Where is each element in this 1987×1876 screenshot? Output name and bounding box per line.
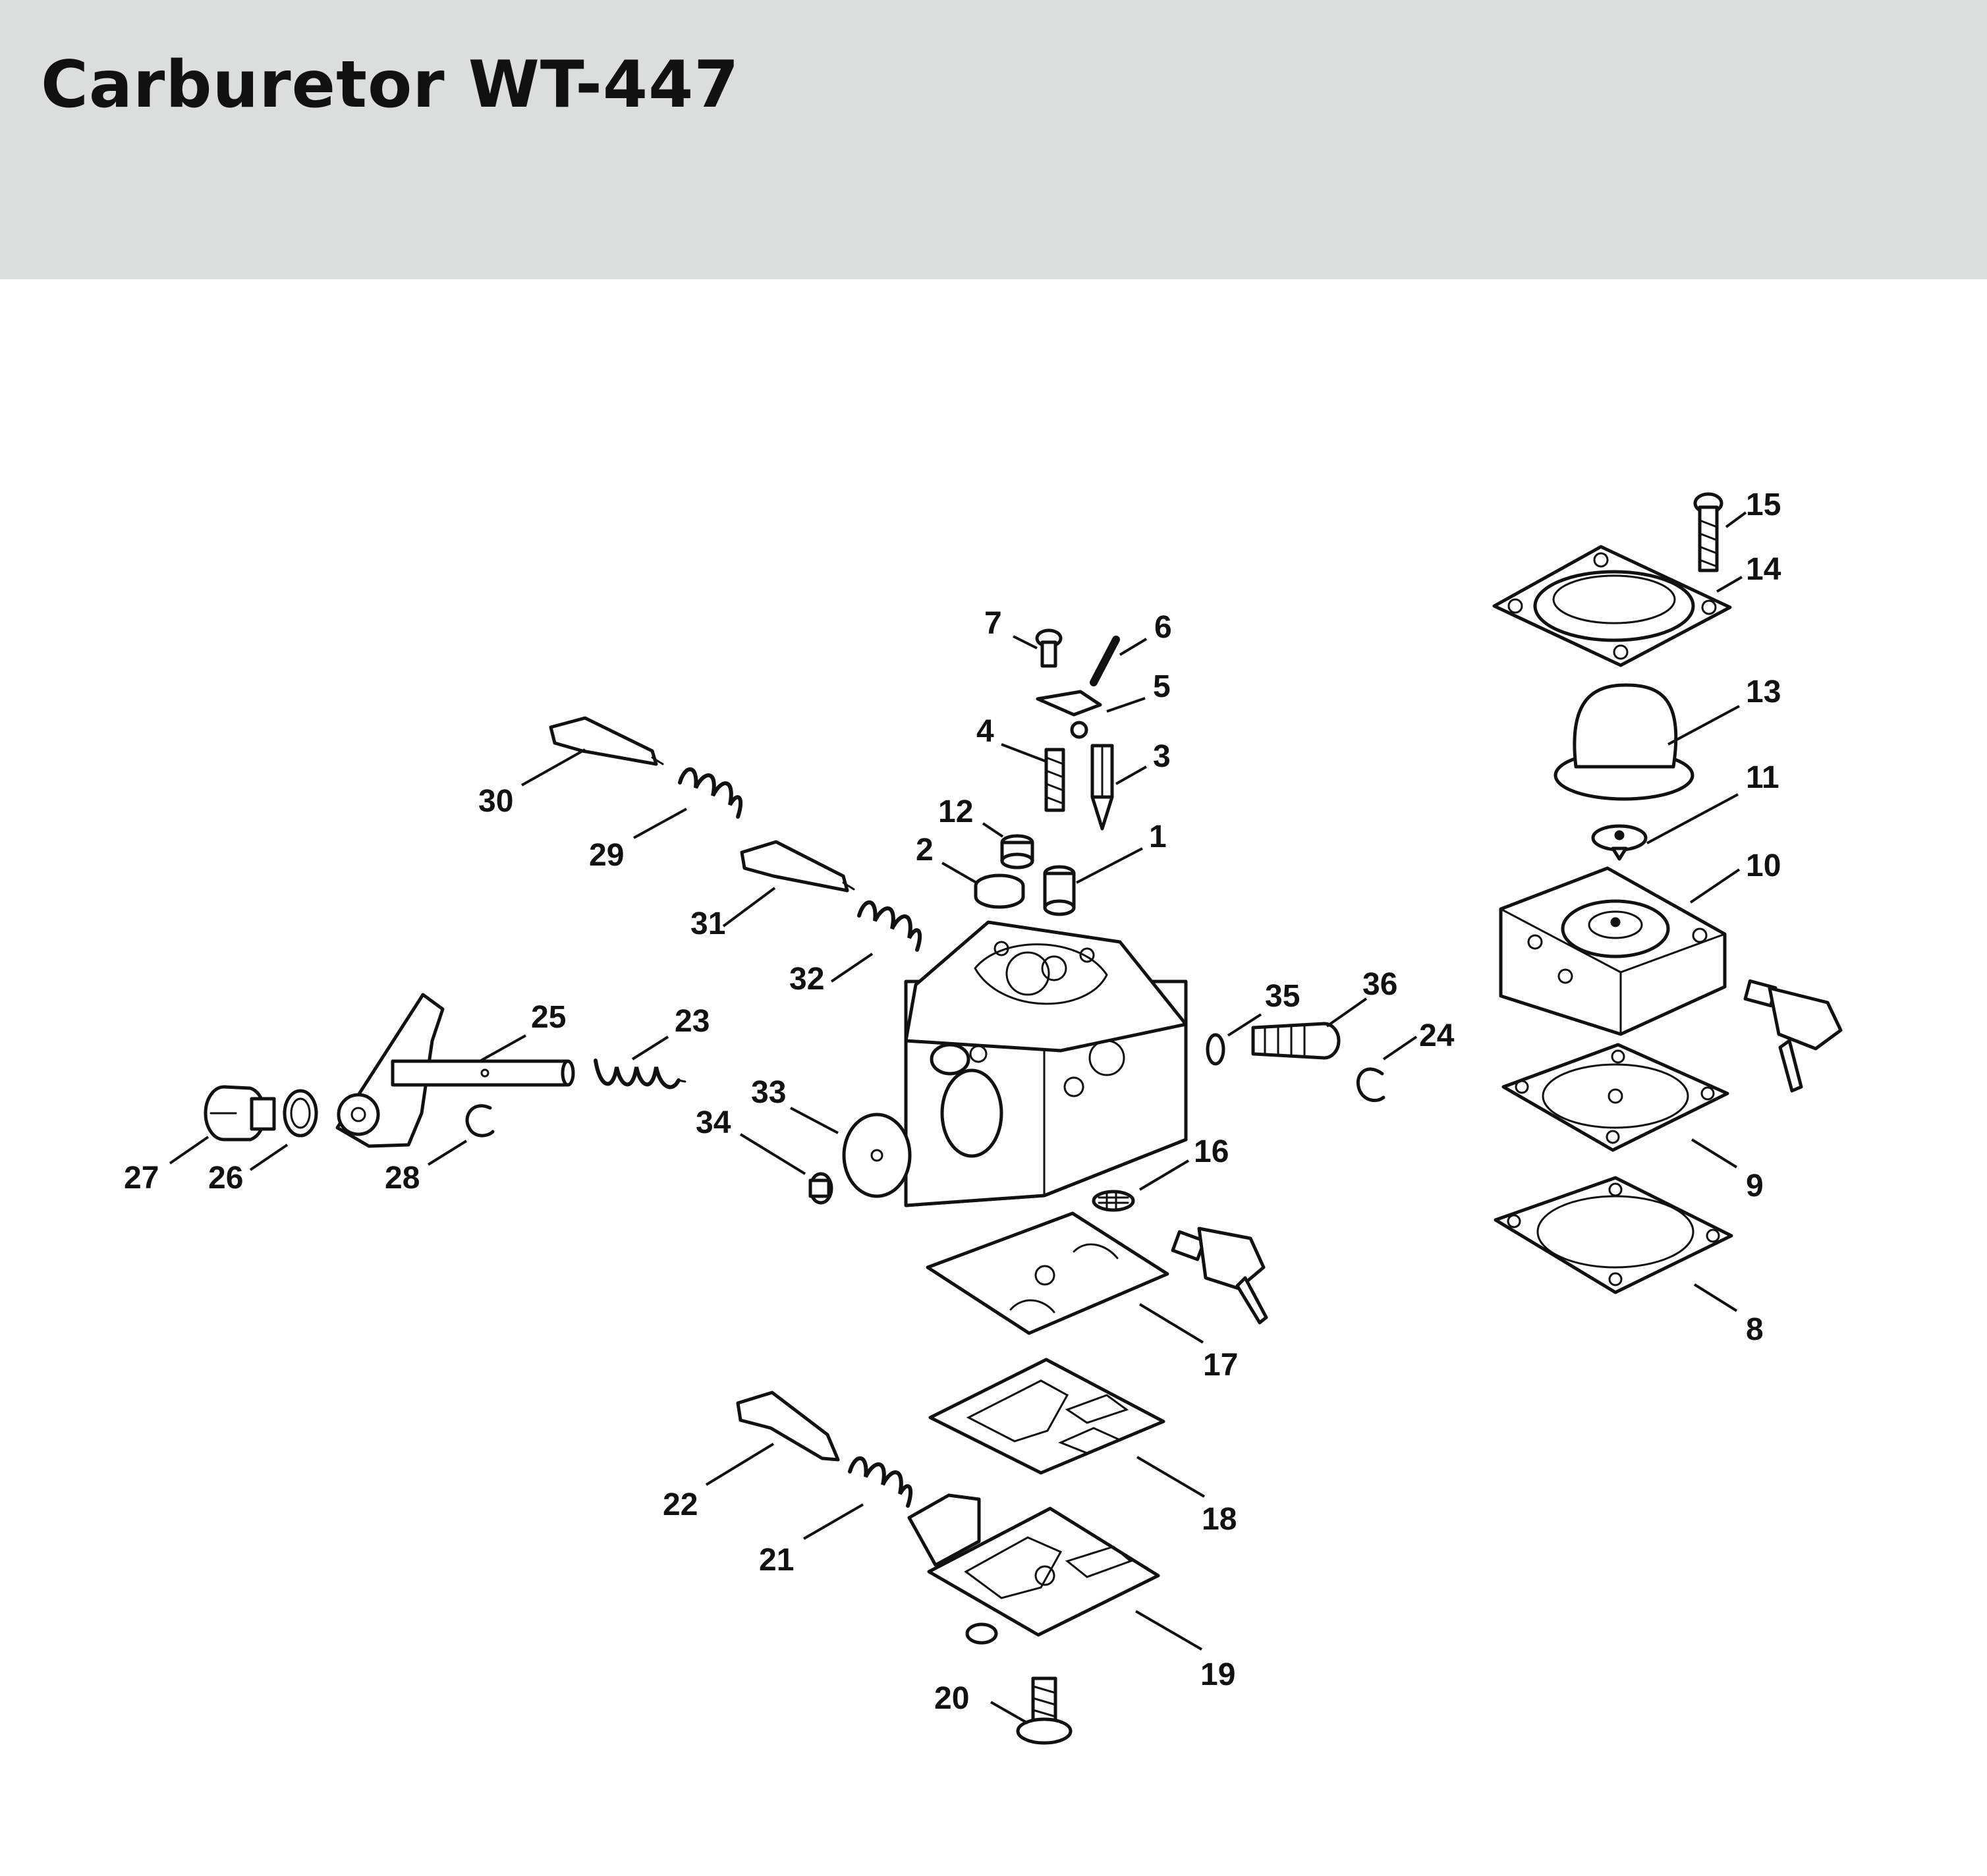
callout-34: 34: [696, 1105, 731, 1140]
disc-part-2: [974, 873, 1025, 909]
adjusting-screw-part-31: [740, 840, 855, 893]
clip-part-24: [1356, 1067, 1385, 1103]
valve-part-11: [1591, 824, 1648, 861]
callout-22: 22: [663, 1487, 698, 1522]
callout-32: 32: [789, 962, 824, 997]
spring-part-23: [594, 1059, 686, 1090]
callout-3: 3: [1153, 739, 1171, 774]
pin-part-6: [1090, 636, 1120, 686]
screw-part-7: [1035, 628, 1063, 668]
needle-part-3: [1090, 744, 1114, 831]
callout-25: 25: [531, 1000, 566, 1035]
callout-33: 33: [751, 1075, 786, 1110]
callout-16: 16: [1194, 1134, 1229, 1169]
carburetor-body: [904, 920, 1188, 1207]
callout-13: 13: [1746, 675, 1781, 709]
fuel-fitting-right: [1743, 979, 1843, 1093]
callout-20: 20: [934, 1681, 969, 1716]
callout-8: 8: [1746, 1312, 1764, 1347]
lever-part-5: [1036, 690, 1102, 739]
pump-body-part-10: [1499, 866, 1727, 1036]
screw-part-34: [808, 1172, 833, 1205]
adjusting-screw-part-30: [549, 716, 664, 766]
callout-35: 35: [1265, 979, 1300, 1014]
callout-29: 29: [589, 838, 624, 873]
callout-4: 4: [976, 714, 994, 749]
callout-18: 18: [1202, 1502, 1237, 1537]
callout-19: 19: [1200, 1657, 1235, 1692]
spring-part-21: [848, 1456, 912, 1508]
oring-part-35: [1206, 1033, 1225, 1066]
leader-lines: [169, 511, 1747, 1724]
gasket-part-18: [928, 1358, 1165, 1475]
clip-part-28: [465, 1104, 495, 1138]
callout-2: 2: [916, 833, 934, 868]
callout-27: 27: [124, 1161, 159, 1196]
cover-part-19: [907, 1493, 1160, 1645]
callout-23: 23: [675, 1004, 710, 1039]
adjusting-screw-part-22: [736, 1391, 840, 1462]
callout-17: 17: [1203, 1348, 1238, 1383]
washer-part-26: [283, 1089, 318, 1138]
callout-14: 14: [1746, 552, 1781, 587]
callout-7: 7: [984, 606, 1002, 641]
callout-30: 30: [478, 784, 513, 819]
callout-28: 28: [385, 1161, 420, 1196]
diaphragm-part-9: [1501, 1043, 1729, 1152]
callout-9: 9: [1746, 1169, 1764, 1203]
nut-part-27: [204, 1085, 276, 1142]
screw-part-15: [1693, 492, 1723, 572]
page-title: Carburetor WT-447: [41, 47, 740, 123]
callout-labels: 1 2 3 4 5 6 7 8 9 10 11 12 13 14 15 16 1…: [124, 487, 1781, 1716]
callout-24: 24: [1419, 1018, 1455, 1053]
callout-10: 10: [1746, 848, 1781, 883]
primer-bulb-part-13: [1553, 683, 1694, 801]
exploded-parts-diagram: 1 2 3 4 5 6 7 8 9 10 11 12 13 14 15 16 1…: [124, 487, 1843, 1745]
gasket-part-17: [926, 1211, 1169, 1335]
callout-21: 21: [759, 1543, 794, 1578]
callout-5: 5: [1153, 669, 1171, 704]
gasket-part-8: [1494, 1176, 1733, 1294]
callout-15: 15: [1746, 487, 1781, 522]
callout-1: 1: [1149, 819, 1167, 854]
callout-11: 11: [1746, 760, 1779, 795]
strainer-part-16: [1092, 1190, 1135, 1212]
spring-part-4: [1044, 748, 1065, 812]
spring-part-32: [857, 900, 922, 952]
callout-36: 36: [1362, 967, 1397, 1002]
fuel-fitting-center: [1171, 1227, 1268, 1325]
spring-part-29: [678, 767, 742, 819]
callout-12: 12: [938, 794, 973, 829]
header-band: Carburetor WT-447: [0, 0, 1987, 279]
throttle-shaft-part-25: [335, 993, 575, 1148]
screw-part-20: [1016, 1676, 1073, 1745]
valve-part-1: [1043, 865, 1076, 916]
plug-part-12: [1000, 834, 1034, 869]
pump-plug-part-36: [1251, 1022, 1341, 1060]
callout-26: 26: [208, 1161, 243, 1196]
throttle-plate-part-33: [842, 1113, 912, 1198]
cover-part-14: [1492, 545, 1732, 667]
callout-31: 31: [690, 906, 725, 941]
callout-6: 6: [1154, 610, 1172, 645]
